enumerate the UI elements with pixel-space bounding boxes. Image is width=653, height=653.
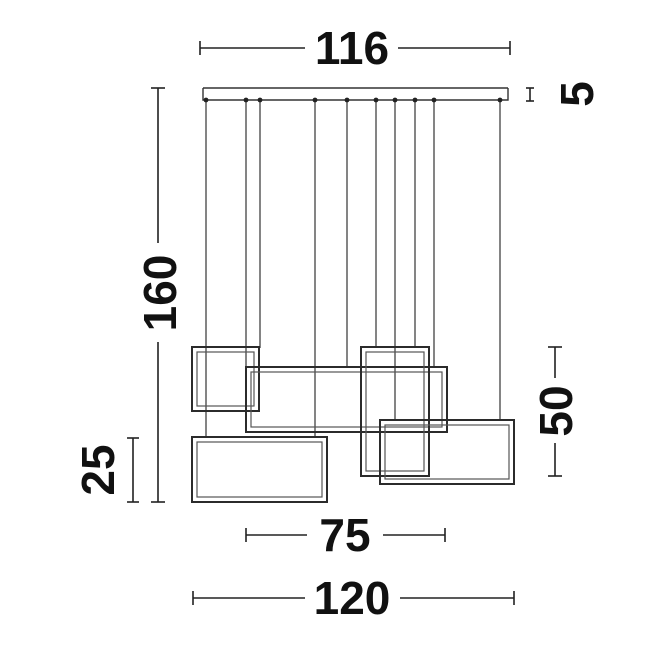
attachment-dot <box>392 97 398 103</box>
attachment-dot <box>243 97 249 103</box>
dimension-top-width: 116 <box>199 22 511 74</box>
light-frames <box>191 346 515 503</box>
wire-attachment-points <box>203 97 503 103</box>
attachment-dot <box>373 97 379 103</box>
frame-large-middle <box>245 366 448 433</box>
attachment-dot <box>312 97 318 103</box>
frame-lower-left <box>191 436 328 503</box>
attachment-dot <box>203 97 209 103</box>
label-total-width: 120 <box>314 572 391 624</box>
label-top-width: 116 <box>315 22 389 74</box>
ceiling-canopy <box>202 87 509 101</box>
dimension-total-width: 120 <box>192 572 515 624</box>
label-small-height: 25 <box>72 444 124 495</box>
suspension-wires <box>205 100 501 438</box>
label-canopy-height: 5 <box>551 81 603 107</box>
dimension-inner-width: 75 <box>245 509 446 561</box>
frame-tall-right-center <box>360 346 430 477</box>
frame-lower-right <box>379 419 515 485</box>
canopy-outline <box>202 88 509 101</box>
label-total-height: 160 <box>134 255 186 332</box>
label-inner-width: 75 <box>319 509 370 561</box>
dimension-frame-height: 50 <box>530 346 582 477</box>
dimension-total-height: 160 <box>134 87 186 503</box>
attachment-dot <box>412 97 418 103</box>
frame-small-upper-left <box>191 346 260 412</box>
attachment-dot <box>431 97 437 103</box>
dimension-canopy-height: 5 <box>526 81 603 107</box>
dimension-small-height: 25 <box>72 437 139 503</box>
attachment-dot <box>257 97 263 103</box>
attachment-dot <box>497 97 503 103</box>
label-frame-height: 50 <box>530 385 582 436</box>
attachment-dot <box>344 97 350 103</box>
